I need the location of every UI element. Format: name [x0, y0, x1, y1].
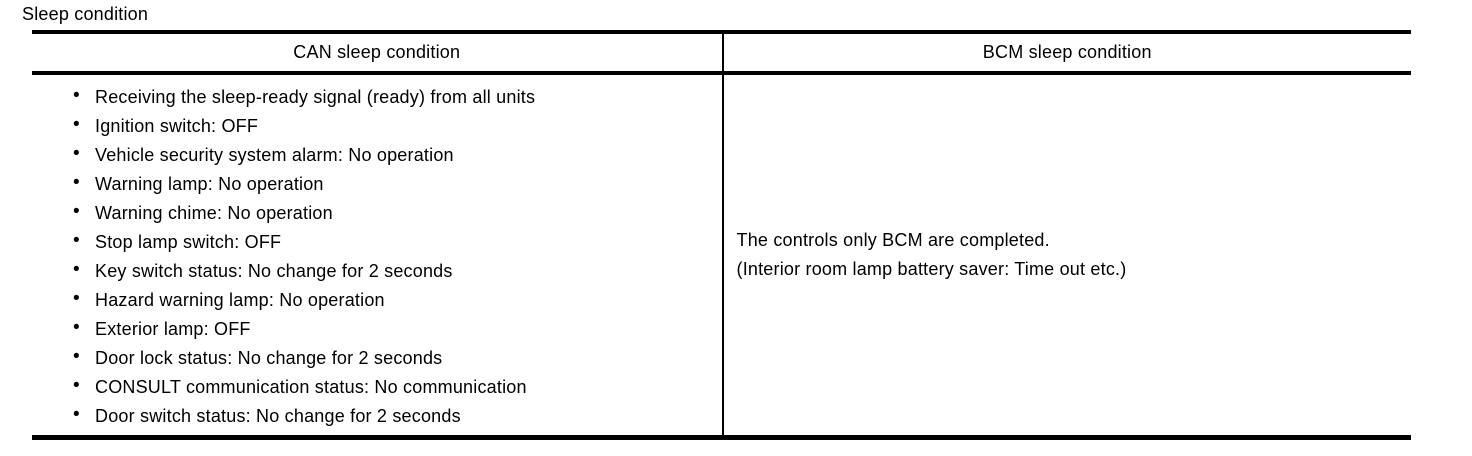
list-item: Vehicle security system alarm: No operat… [55, 144, 712, 165]
table-header-row: CAN sleep condition BCM sleep condition [32, 34, 1411, 75]
bcm-sleep-condition-cell: The controls only BCM are completed. (In… [721, 75, 1412, 435]
list-item: Exterior lamp: OFF [55, 318, 712, 339]
list-item: Hazard warning lamp: No operation [55, 289, 712, 310]
header-cell-bcm-sleep-condition: BCM sleep condition [721, 34, 1412, 71]
list-item: Key switch status: No change for 2 secon… [55, 260, 712, 281]
header-cell-can-sleep-condition: CAN sleep condition [293, 42, 461, 62]
list-item: Door lock status: No change for 2 second… [55, 347, 712, 368]
list-item: CONSULT communication status: No communi… [55, 376, 712, 397]
bcm-condition-line: (Interior room lamp battery saver: Time … [736, 259, 1127, 279]
list-item: Door switch status: No change for 2 seco… [55, 405, 712, 426]
can-condition-list: Receiving the sleep-ready signal (ready)… [55, 86, 712, 426]
list-item: Warning lamp: No operation [55, 173, 712, 194]
table-body-row: Receiving the sleep-ready signal (ready)… [32, 75, 1411, 435]
section-title: Sleep condition [22, 4, 149, 24]
list-item: Stop lamp switch: OFF [55, 231, 712, 252]
can-sleep-condition-cell: Receiving the sleep-ready signal (ready)… [32, 75, 722, 435]
sleep-condition-table: CAN sleep condition BCM sleep condition … [32, 30, 1411, 440]
list-item: Receiving the sleep-ready signal (ready)… [55, 86, 712, 107]
bcm-condition-line: The controls only BCM are completed. [736, 230, 1050, 250]
list-item: Warning chime: No operation [55, 202, 712, 223]
list-item: Ignition switch: OFF [55, 115, 712, 136]
